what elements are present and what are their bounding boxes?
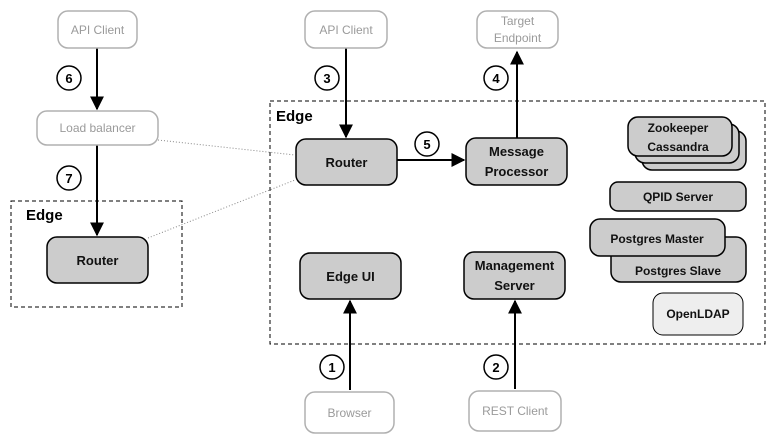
svg-text:Postgres Slave: Postgres Slave — [635, 264, 721, 278]
zookeeper-cassandra-stack: Zookeeper Cassandra — [627, 116, 747, 171]
postgres-master-node: Postgres Master — [589, 218, 726, 257]
message-processor-node: Message Processor — [465, 137, 568, 186]
api-client-mid-node: API Client — [304, 10, 388, 49]
router-left-to-router-main-link — [147, 179, 296, 239]
svg-text:Server: Server — [494, 278, 534, 293]
svg-text:OpenLDAP: OpenLDAP — [666, 307, 729, 321]
api-client-left-node: API Client — [57, 10, 138, 49]
svg-text:Endpoint: Endpoint — [494, 31, 542, 45]
svg-text:QPID Server: QPID Server — [643, 190, 713, 204]
step-badge-1: 1 — [319, 354, 345, 380]
svg-text:API Client: API Client — [71, 23, 125, 37]
lb-to-router-main-link — [157, 139, 296, 156]
svg-text:2: 2 — [492, 360, 499, 375]
svg-text:Router: Router — [326, 155, 368, 170]
svg-text:Router: Router — [77, 253, 119, 268]
step-badge-2: 2 — [483, 354, 509, 380]
management-server-node: Management Server — [463, 251, 566, 300]
edge-left-label: Edge — [26, 207, 63, 224]
svg-text:4: 4 — [492, 71, 500, 86]
step-badge-7: 7 — [56, 165, 82, 191]
browser-node: Browser — [304, 391, 395, 434]
openldap-node: OpenLDAP — [652, 292, 744, 336]
svg-text:5: 5 — [423, 137, 430, 152]
qpid-server-node: QPID Server — [609, 181, 747, 212]
svg-text:1: 1 — [328, 360, 335, 375]
step-badge-5: 5 — [414, 131, 440, 157]
svg-text:Management: Management — [475, 258, 555, 273]
svg-text:Target: Target — [501, 14, 535, 28]
svg-text:Postgres Master: Postgres Master — [610, 232, 704, 246]
svg-text:Message: Message — [489, 144, 544, 159]
svg-text:Load balancer: Load balancer — [59, 121, 135, 135]
svg-text:7: 7 — [65, 171, 72, 186]
edge-ui-node: Edge UI — [299, 252, 402, 300]
target-endpoint-node: Target Endpoint — [476, 10, 559, 49]
svg-text:Edge UI: Edge UI — [326, 269, 374, 284]
step-badge-4: 4 — [483, 65, 509, 91]
step-badge-3: 3 — [314, 65, 340, 91]
rest-client-node: REST Client — [468, 390, 562, 432]
router-left-node: Router — [46, 236, 149, 284]
svg-text:Processor: Processor — [485, 164, 549, 179]
svg-text:API Client: API Client — [319, 23, 373, 37]
router-main-node: Router — [295, 138, 398, 186]
edge-main-label: Edge — [276, 108, 313, 125]
step-badge-6: 6 — [56, 65, 82, 91]
svg-text:Browser: Browser — [327, 406, 371, 420]
svg-text:6: 6 — [65, 71, 72, 86]
cassandra-label: Cassandra — [647, 140, 709, 154]
zookeeper-label: Zookeeper — [648, 121, 709, 135]
svg-text:REST Client: REST Client — [482, 404, 548, 418]
svg-text:3: 3 — [323, 71, 330, 86]
load-balancer-node: Load balancer — [36, 110, 159, 146]
